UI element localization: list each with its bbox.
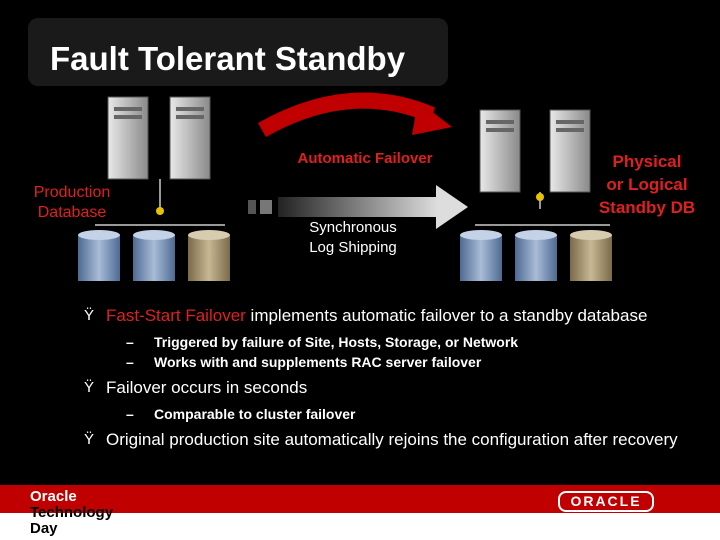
bullet-3: Ÿ Original production site automatically… [84, 430, 704, 450]
brand-line2: Technology [30, 504, 114, 521]
production-disk-1-icon [78, 230, 120, 281]
bullet-2-text: Failover occurs in seconds [106, 378, 308, 397]
slide-title: Fault Tolerant Standby [50, 40, 406, 77]
production-label-line2: Database [37, 204, 107, 221]
sub-bullet-1-1-text: Triggered by failure of Site, Hosts, Sto… [154, 334, 519, 350]
bullet-2: Ÿ Failover occurs in seconds [84, 378, 704, 398]
bullet-list: Ÿ Fast-Start Failover implements automat… [84, 306, 704, 456]
sub-bullet-1-2: – Works with and supplements RAC server … [84, 352, 704, 372]
standby-server-2-icon [549, 109, 591, 193]
production-label-line1: Production [33, 184, 111, 201]
oracle-logo: ORACLE [558, 491, 654, 512]
log-shipping-arrow-icon [248, 185, 468, 229]
brand-line3: Day [30, 520, 58, 537]
sub-bullet-1-2-text: Works with and supplements RAC server fa… [154, 354, 482, 370]
sub-marker: – [126, 406, 134, 422]
standby-db-label: Physical or Logical Standby DB [582, 150, 712, 219]
automatic-failover-label: Automatic Failover [297, 150, 433, 167]
production-server-2-icon [169, 96, 211, 180]
standby-label-line2: or Logical [606, 175, 688, 194]
sub-marker: – [126, 334, 134, 350]
standby-label-line3: Standby DB [598, 198, 696, 217]
bullet-1-highlight: Fast-Start Failover [106, 306, 246, 325]
title-backdrop [28, 18, 448, 86]
production-connector-icon [156, 207, 164, 215]
sync-label-line1: Synchronous [309, 219, 397, 236]
sub-marker: – [126, 354, 134, 370]
standby-disk-1-icon [460, 230, 502, 281]
bullet-1: Ÿ Fast-Start Failover implements automat… [84, 306, 704, 326]
production-disk-2-icon [133, 230, 175, 281]
failover-diagram [78, 92, 612, 281]
oracle-technology-day-logo: Oracle Technology Day [30, 489, 113, 537]
synchronous-log-shipping-label: Synchronous Log Shipping [283, 218, 423, 258]
sub-bullet-2-1: – Comparable to cluster failover [84, 404, 704, 424]
production-server-1-icon [107, 96, 149, 180]
sub-bullet-1-1: – Triggered by failure of Site, Hosts, S… [84, 332, 704, 352]
failover-arc-arrow-icon [258, 92, 452, 137]
bullet-marker: Ÿ [84, 431, 95, 448]
standby-disk-3-icon [570, 230, 612, 281]
standby-server-1-icon [479, 109, 521, 193]
bullet-1-text: implements automatic failover to a stand… [245, 306, 648, 325]
bullet-marker: Ÿ [84, 307, 95, 324]
production-disk-3-icon [188, 230, 230, 281]
bullet-3-text: Original production site automatically r… [106, 430, 678, 449]
production-database-label: Production Database [2, 183, 142, 223]
standby-label-line1: Physical [612, 152, 682, 171]
sync-label-line2: Log Shipping [309, 239, 397, 256]
brand-line1: Oracle [30, 488, 77, 505]
bullet-marker: Ÿ [84, 379, 95, 396]
standby-connector-icon [536, 193, 544, 201]
standby-disk-2-icon [515, 230, 557, 281]
sub-bullet-2-1-text: Comparable to cluster failover [154, 406, 356, 422]
